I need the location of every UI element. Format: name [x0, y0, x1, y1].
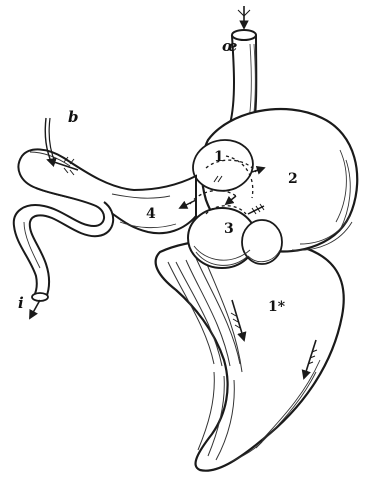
label-oesophagus: œ	[222, 37, 237, 55]
label-chamber-3: 3	[224, 221, 234, 237]
label-rumen: 1*	[268, 299, 286, 315]
label-b: b	[68, 108, 79, 126]
label-chamber-1: 1	[214, 149, 224, 165]
outlet-arrow-icon	[30, 300, 40, 318]
rumen	[156, 239, 344, 470]
label-chamber-2: 2	[288, 171, 298, 187]
label-chamber-4: 4	[146, 206, 156, 222]
label-i: i	[18, 294, 24, 312]
chamber-4-and-intestine	[14, 118, 196, 318]
